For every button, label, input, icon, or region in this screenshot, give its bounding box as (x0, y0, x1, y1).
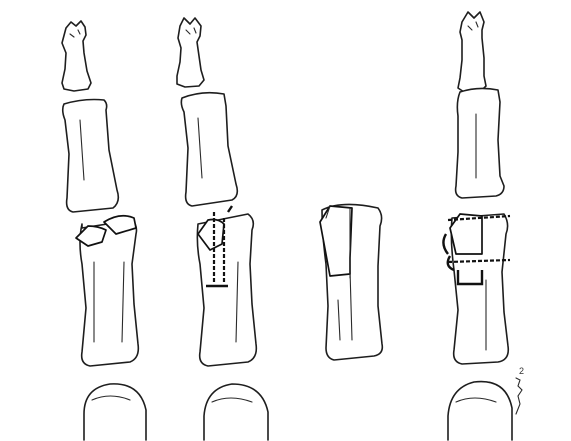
stage-2-finger (177, 18, 268, 440)
stage-2-wire-tail (228, 206, 232, 212)
stage-4-metacarpal-head (448, 382, 512, 440)
stage-1-middle-phalanx (63, 100, 119, 213)
stage-2-metacarpal-head (204, 384, 268, 440)
stage-4-side-button (516, 378, 522, 414)
stage-1-metacarpal-head (84, 384, 146, 440)
stage-2-middle-phalanx (181, 93, 237, 206)
stage-4-distal-phalanx (458, 12, 486, 92)
stage-2-distal-phalanx (177, 18, 204, 87)
stage-3-reduced-fragment (320, 206, 352, 276)
stage-4-finger: 2 (443, 12, 524, 440)
stage-1-finger (62, 21, 146, 440)
stage-1-distal-phalanx (62, 21, 91, 91)
stage-4-middle-phalanx (456, 88, 504, 198)
stage-3-segment (320, 204, 382, 360)
stage-4-side-mark: 2 (519, 366, 524, 376)
